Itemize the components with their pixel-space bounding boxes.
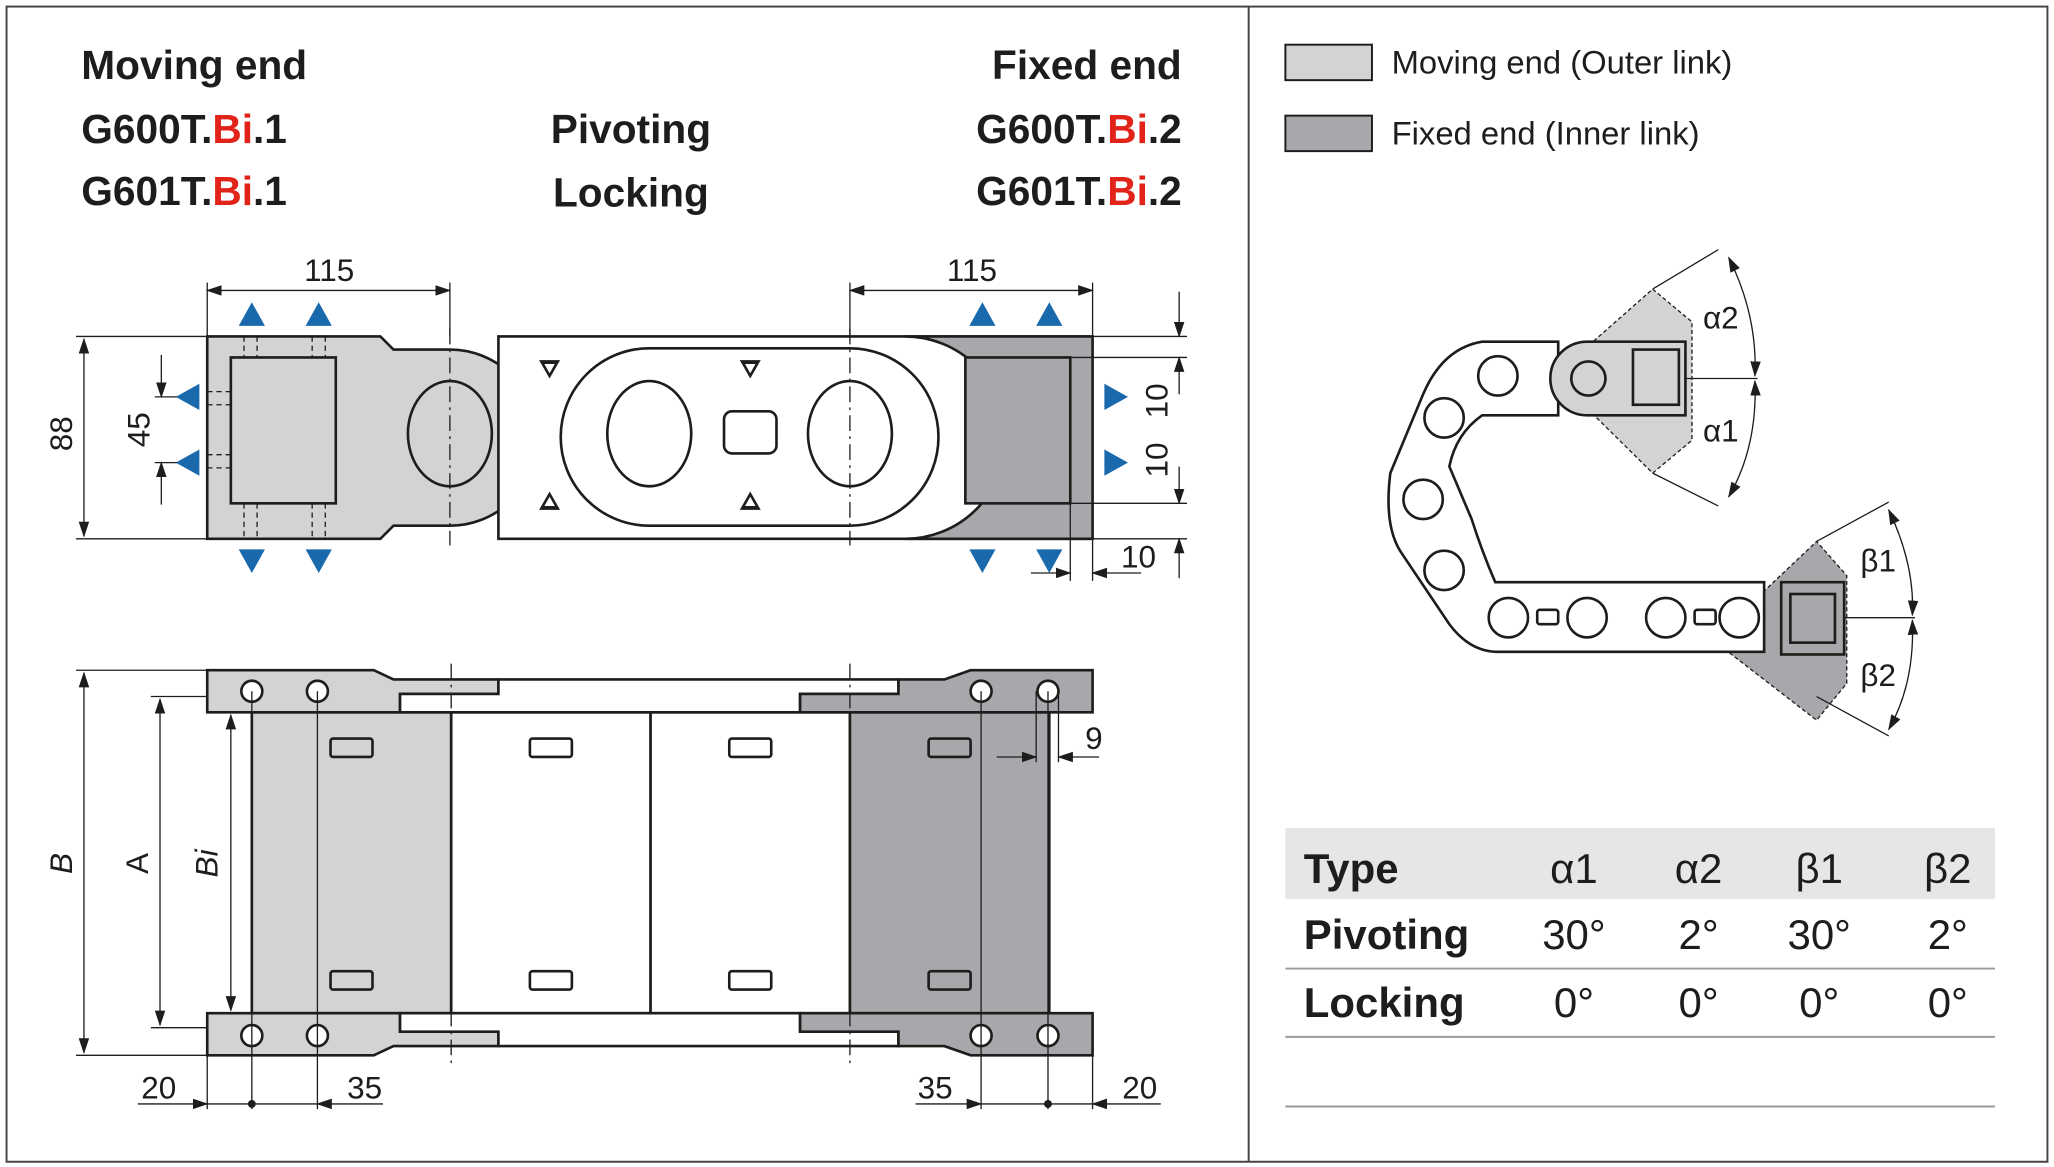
table-row: Pivoting 30° 2° 30° 2° <box>1304 911 1968 958</box>
dim-right-offset: 10 <box>1121 539 1156 575</box>
table-header-alpha2: α2 <box>1675 845 1723 892</box>
outer-frame <box>5 5 2049 1163</box>
dim-right-length: 115 <box>947 252 997 288</box>
moving-end-title: Moving end <box>81 42 307 88</box>
table-header-bg <box>1285 827 1995 899</box>
crossbar-clips <box>329 737 972 991</box>
table-cell-type: Locking <box>1304 979 1465 1026</box>
table-cell: 0° <box>1928 979 1968 1026</box>
dim-outer-width-B: B <box>43 853 79 874</box>
bottom-view: B A Bi 9 20 35 35 20 <box>43 663 1161 1110</box>
table-cell-type: Pivoting <box>1304 911 1470 958</box>
dim-hole-offset: 9 <box>1085 720 1103 756</box>
table-cell: 0° <box>1554 979 1594 1026</box>
table-cell: 2° <box>1928 911 1968 958</box>
dim-left-pitch: 35 <box>347 1070 382 1106</box>
table-header-beta2: β2 <box>1924 845 1971 892</box>
chain-side-view: α2 α1 β1 β2 <box>1387 249 1919 737</box>
table-row: Locking 0° 0° 0° 0° <box>1304 979 1968 1026</box>
middle-crossbar-1 <box>449 710 652 1015</box>
legend-label-moving: Moving end (Outer link) <box>1392 44 1733 81</box>
chain-path-links <box>1387 340 1766 654</box>
dim-right-pitch: 35 <box>918 1070 953 1106</box>
legend-swatch-moving <box>1284 43 1373 82</box>
table-header-beta1: β1 <box>1795 845 1842 892</box>
legend-label-fixed: Fixed end (Inner link) <box>1392 115 1700 152</box>
dim-right-lower: 10 <box>1138 442 1174 477</box>
table-cell: 2° <box>1678 911 1718 958</box>
table-header-type: Type <box>1304 845 1399 892</box>
link-center-slot <box>722 410 778 455</box>
dim-right-edge: 20 <box>1122 1070 1157 1106</box>
fixed-end-title: Fixed end <box>992 42 1182 88</box>
fixed-end-crossbar <box>848 710 1051 1015</box>
moving-end-slot <box>229 356 338 505</box>
type-pivoting-label: Pivoting <box>551 106 711 152</box>
dim-hole-spacing: 45 <box>121 412 157 447</box>
moving-end-code-1: G600T.Bi.1 <box>81 106 287 152</box>
angle-label-beta1: β1 <box>1860 543 1896 579</box>
fixed-end-slot <box>964 356 1072 505</box>
dim-right-upper: 10 <box>1138 383 1174 418</box>
link-hole-left <box>605 379 693 488</box>
fixed-end-code-1: G600T.Bi.2 <box>976 106 1182 152</box>
angle-label-beta2: β2 <box>1860 657 1896 693</box>
moving-end-code-2: G601T.Bi.1 <box>81 168 287 214</box>
table-cell: 30° <box>1542 911 1605 958</box>
legend-swatch-fixed <box>1284 114 1373 153</box>
mounting-direction-arrows <box>175 302 1128 573</box>
type-locking-label: Locking <box>553 169 709 215</box>
table-cell: 30° <box>1787 911 1850 958</box>
angle-label-alpha1: α1 <box>1703 413 1739 449</box>
angle-label-alpha2: α2 <box>1703 300 1739 336</box>
dim-left-edge: 20 <box>141 1070 176 1106</box>
dim-inner-width-A: A <box>119 853 155 874</box>
table-cell: 0° <box>1799 979 1839 1026</box>
fixed-end-code-2: G601T.Bi.2 <box>976 168 1182 214</box>
top-view: 115 115 88 45 10 10 10 <box>43 252 1188 581</box>
table-cell: 0° <box>1678 979 1718 1026</box>
table-header-alpha1: α1 <box>1550 845 1598 892</box>
dim-inner-width-Bi: Bi <box>189 848 225 877</box>
dim-left-length: 115 <box>304 252 354 288</box>
angle-table: Type α1 α2 β1 β2 Pivoting 30° 2° 30° 2° … <box>1285 827 1995 1108</box>
legend: Moving end (Outer link) Fixed end (Inner… <box>1284 43 1733 153</box>
dim-height: 88 <box>43 416 79 451</box>
